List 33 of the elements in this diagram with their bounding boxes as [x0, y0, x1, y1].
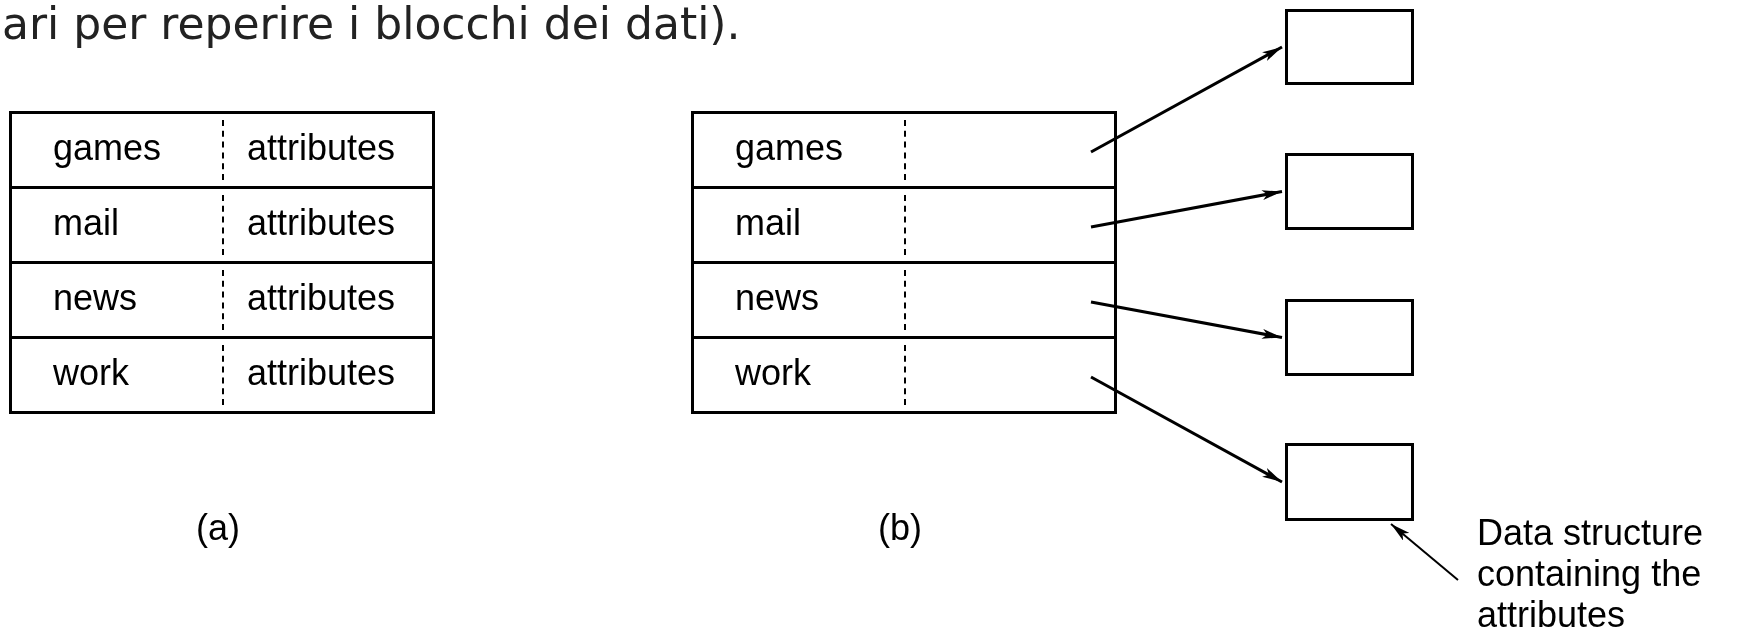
data-structure-box — [1285, 299, 1414, 376]
entry-name: games — [735, 128, 844, 168]
table-row — [691, 336, 1117, 414]
callout-text: Data structure containing the attributes — [1477, 512, 1735, 640]
table-row — [9, 261, 435, 339]
entry-attributes: attributes — [247, 203, 396, 243]
data-structure-box — [1285, 153, 1414, 230]
figure-label: (b) — [878, 508, 922, 548]
leader-line — [1390, 523, 1459, 581]
entry-name: mail — [735, 203, 801, 243]
table-row — [9, 111, 435, 189]
entry-name: mail — [53, 203, 119, 243]
arrow — [1090, 300, 1283, 339]
entry-name: news — [735, 278, 820, 318]
heading-text: ari per reperire i blocchi dei dati). — [2, 0, 741, 49]
entry-attributes: attributes — [247, 128, 396, 168]
table-row — [9, 186, 435, 264]
entry-name: games — [53, 128, 162, 168]
entry-name: work — [735, 353, 811, 393]
arrow — [1090, 375, 1283, 484]
entry-name: news — [53, 278, 138, 318]
table-row — [691, 111, 1117, 189]
entry-attributes: attributes — [247, 278, 396, 318]
table-row — [691, 186, 1117, 264]
entry-attributes: attributes — [247, 353, 396, 393]
data-structure-box — [1285, 9, 1414, 85]
table-row — [9, 336, 435, 414]
table-row — [691, 261, 1117, 339]
figure-label: (a) — [196, 508, 240, 548]
entry-name: work — [53, 353, 129, 393]
arrow — [1090, 190, 1283, 229]
arrow — [1090, 45, 1283, 154]
data-structure-box — [1285, 443, 1414, 521]
